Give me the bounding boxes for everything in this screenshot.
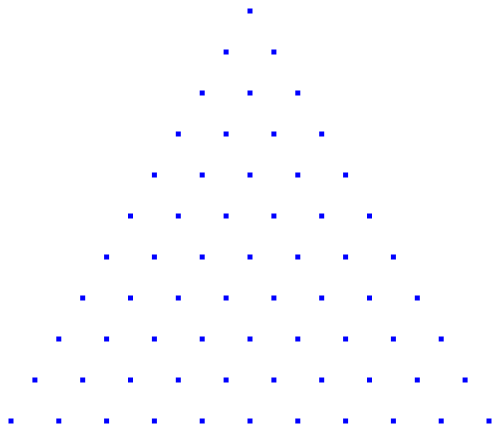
lattice-dot (223, 49, 229, 55)
lattice-dot (486, 418, 492, 424)
lattice-dot (223, 131, 229, 137)
lattice-dot (343, 254, 349, 260)
lattice-dot (199, 172, 205, 178)
lattice-dot (295, 90, 301, 96)
lattice-dot (438, 418, 444, 424)
lattice-dot (56, 418, 62, 424)
lattice-dot (199, 336, 205, 342)
lattice-dot (319, 213, 325, 219)
lattice-dot (367, 377, 372, 383)
lattice-dot (414, 295, 420, 301)
lattice-dot (271, 377, 277, 383)
lattice-dot (151, 418, 157, 424)
lattice-dot (80, 295, 86, 301)
lattice-dot (462, 377, 468, 383)
lattice-dot (151, 336, 157, 342)
lattice-dot (390, 336, 396, 342)
lattice-dot (247, 172, 253, 178)
lattice-dot (104, 418, 110, 424)
lattice-dot (295, 172, 301, 178)
lattice-dot (175, 295, 181, 301)
lattice-dot (223, 295, 229, 301)
lattice-dot (151, 254, 157, 260)
lattice-dot (56, 336, 62, 342)
lattice-dot (319, 377, 325, 383)
lattice-dot (271, 295, 277, 301)
lattice-dot (247, 90, 253, 96)
lattice-dot (343, 418, 349, 424)
lattice-dot (199, 418, 205, 424)
lattice-dot (367, 295, 372, 301)
lattice-dot (32, 377, 38, 383)
lattice-dot (128, 213, 133, 219)
lattice-dot (367, 213, 372, 219)
lattice-dot (247, 254, 253, 260)
lattice-dot (223, 377, 229, 383)
lattice-dot (175, 213, 181, 219)
lattice-dot (247, 336, 253, 342)
lattice-dot (80, 377, 86, 383)
lattice-dot (104, 254, 110, 260)
lattice-dot (319, 131, 325, 137)
lattice-dot (271, 213, 277, 219)
lattice-dot (390, 418, 396, 424)
lattice-dot (343, 172, 349, 178)
lattice-dot (414, 377, 420, 383)
lattice-dot (319, 295, 325, 301)
lattice-dot (247, 8, 253, 14)
lattice-dot (295, 254, 301, 260)
lattice-dot (271, 49, 277, 55)
lattice-dot (8, 418, 14, 424)
lattice-dot (175, 131, 181, 137)
lattice-dot (390, 254, 396, 260)
lattice-dot (223, 213, 229, 219)
lattice-dot (271, 131, 277, 137)
lattice-dot (199, 254, 205, 260)
lattice-dot (104, 336, 110, 342)
lattice-dot (295, 418, 301, 424)
lattice-dot (295, 336, 301, 342)
lattice-dot (175, 377, 181, 383)
lattice-dot (343, 336, 349, 342)
lattice-dot (151, 172, 157, 178)
lattice-dot (128, 377, 133, 383)
lattice-dot (128, 295, 133, 301)
lattice-dot (247, 418, 253, 424)
lattice-dot (199, 90, 205, 96)
lattice-dot (438, 336, 444, 342)
